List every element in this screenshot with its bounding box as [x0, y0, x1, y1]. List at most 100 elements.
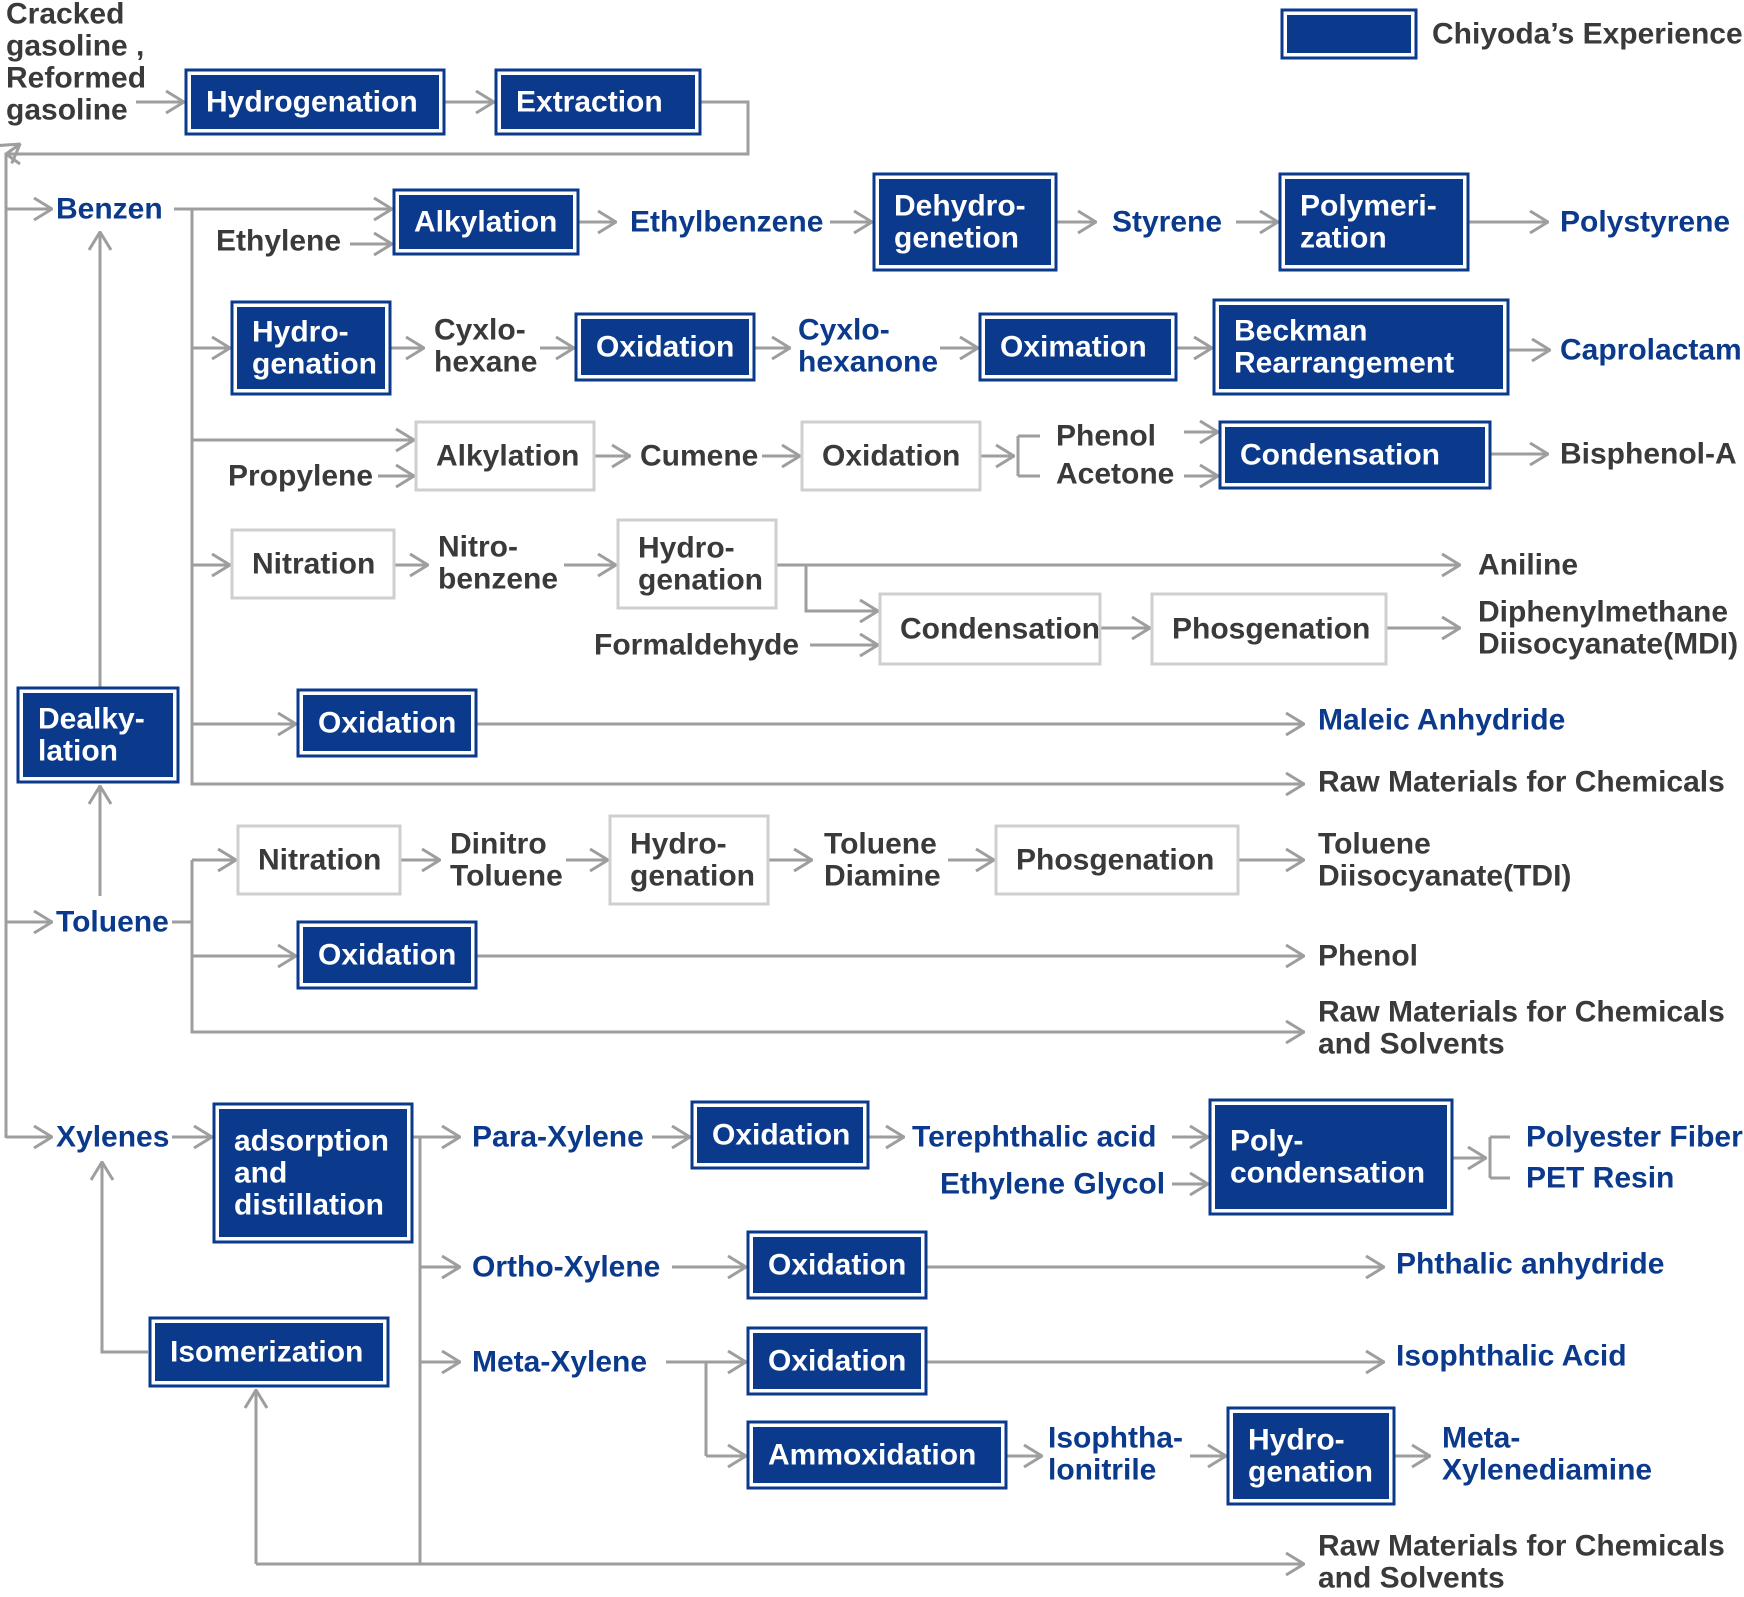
polycondensation-box-fill [1215, 1105, 1447, 1209]
isophthalonitrile-line-1: Isophtha- [1048, 1422, 1183, 1455]
ortho-label: Ortho-Xylene [472, 1251, 660, 1284]
para-label: Para-Xylene [472, 1121, 644, 1154]
acetone-label: Acetone [1056, 458, 1174, 491]
oximation-box-label: Oximation [1000, 331, 1147, 364]
polystyrene-label: Polystyrene [1560, 206, 1730, 239]
feed-line-4: gasoline [6, 94, 128, 127]
adsorption-box [212, 1102, 414, 1244]
adsorption-box-line-1: adsorption [234, 1125, 389, 1158]
dehydrogenetion-box-line-2: genetion [894, 222, 1019, 255]
feed-line-1: Cracked [6, 0, 124, 31]
hydrogenation-3-box-line-1: Hydro- [638, 532, 735, 565]
raw-1-label: Raw Materials for Chemicals [1318, 766, 1725, 799]
oxidation-4-box-fill [303, 927, 471, 983]
oxidation-2-box-label: Oxidation [822, 440, 960, 473]
polycondensation-box [1208, 1098, 1454, 1216]
oxidation-7-box-fill [753, 1333, 921, 1389]
mxd-line-1: Meta- [1442, 1422, 1520, 1455]
mdi-line-1: Diphenylmethane [1478, 596, 1728, 629]
--legend-box [1280, 8, 1418, 60]
oxidation-3-box [296, 688, 478, 758]
oxidation-6-box-label: Oxidation [768, 1249, 906, 1282]
polymerization-box-fill [1285, 179, 1463, 265]
oxidation-5-box [690, 1100, 870, 1170]
hydrogenation-4-box [608, 814, 770, 906]
tdi-line-1: Toluene [1318, 828, 1431, 861]
polymerization-box [1278, 172, 1470, 272]
terephthalic-label: Terephthalic acid [912, 1121, 1157, 1154]
oxidation-4-box [296, 920, 478, 990]
polymerization-box-line-2: zation [1300, 222, 1387, 255]
phenol-2-label: Phenol [1318, 940, 1418, 973]
mxd-line-2: Xylenediamine [1442, 1454, 1652, 1487]
meta-label: Meta-Xylene [472, 1346, 647, 1379]
isophthalic-label: Isophthalic Acid [1396, 1340, 1627, 1373]
phthalic-label: Phthalic anhydride [1396, 1248, 1664, 1281]
phosgenation-1-box-label: Phosgenation [1172, 613, 1370, 646]
oxidation-3-box-label: Oxidation [318, 707, 456, 740]
polycondensation-box-line-1: Poly- [1230, 1125, 1303, 1158]
cyclohexane-line-2: hexane [434, 346, 537, 379]
ammoxidation-box-fill [753, 1427, 1001, 1483]
nitrobenzene-line-2: benzene [438, 563, 558, 596]
dealkylation-box-line-1: Dealky- [38, 703, 145, 736]
ammoxidation-box [746, 1420, 1008, 1490]
aniline-label: Aniline [1478, 549, 1578, 582]
oxidation-1-box-label: Oxidation [596, 331, 734, 364]
dealkylation-box-fill [23, 693, 173, 777]
propylene-label: Propylene [228, 460, 373, 493]
oximation-box [978, 312, 1178, 382]
oxidation-3-box-fill [303, 695, 471, 751]
oxidation-1-box-fill [581, 319, 749, 375]
adsorption-box-fill [219, 1109, 407, 1237]
dehydrogenetion-box-fill [879, 179, 1051, 265]
oxidation-4-box-label: Oxidation [318, 939, 456, 972]
connector-lines [6, 102, 1550, 1564]
--legend-box-fill [1287, 15, 1411, 53]
extraction-box-fill [501, 75, 695, 129]
dehydrogenetion-box [872, 172, 1058, 272]
maleic-label: Maleic Anhydride [1318, 704, 1565, 737]
cyclohexanone-line-1: Cyxlo- [798, 314, 890, 347]
feed-line-3: Reformed [6, 62, 146, 95]
raw-3-line-2: and Solvents [1318, 1562, 1505, 1595]
hydrogenation-1-box [184, 68, 446, 136]
hydrogenation-5-box-line-2: genation [1248, 1456, 1373, 1489]
pet-label: PET Resin [1526, 1162, 1674, 1195]
feed-line-2: gasoline , [6, 30, 144, 63]
cumene-label: Cumene [640, 440, 758, 473]
polycondensation-box-line-2: condensation [1230, 1157, 1425, 1190]
alkylation-1-box-fill [399, 195, 573, 249]
beckman-box-fill [1219, 305, 1503, 389]
dehydrogenetion-box-line-1: Dehydro- [894, 190, 1026, 223]
cyclohexane-line-1: Cyxlo- [434, 314, 526, 347]
isomerization-box [148, 1316, 390, 1388]
hydrogenation-4-box-line-1: Hydro- [630, 828, 727, 861]
ethylene-label: Ethylene [216, 225, 341, 258]
hydrogenation-1-box-label: Hydrogenation [206, 86, 418, 119]
phosgenation-2-box [994, 824, 1240, 896]
oxidation-2-box [800, 420, 982, 492]
toluene-diamine-line-1: Toluene [824, 828, 937, 861]
styrene-label: Styrene [1112, 206, 1222, 239]
isomerization-box-label: Isomerization [170, 1336, 363, 1369]
oxidation-5-box-label: Oxidation [712, 1119, 850, 1152]
tdi-line-2: Diisocyanate(TDI) [1318, 860, 1571, 893]
legend-label: Chiyoda’s Experience [1432, 18, 1743, 51]
condensation-1-box [1218, 420, 1492, 490]
adsorption-box-line-2: and [234, 1157, 287, 1190]
dealkylation-box [16, 686, 180, 784]
nitration-1-box [230, 528, 396, 600]
alkylation-1-box-label: Alkylation [414, 206, 557, 239]
benzen-label: Benzen [56, 193, 163, 226]
ethylene-glycol-label: Ethylene Glycol [940, 1168, 1165, 1201]
hydrogenation-5-box [1226, 1406, 1396, 1506]
hydrogenation-3-box-line-2: genation [638, 564, 763, 597]
caprolactam-label: Caprolactam [1560, 334, 1742, 367]
hydrogenation-4-box-line-2: genation [630, 860, 755, 893]
phosgenation-2-box-label: Phosgenation [1016, 844, 1214, 877]
hydrogenation-2-box-line-2: genation [252, 348, 377, 381]
oxidation-6-box [746, 1230, 928, 1300]
ammoxidation-box-label: Ammoxidation [768, 1439, 976, 1472]
